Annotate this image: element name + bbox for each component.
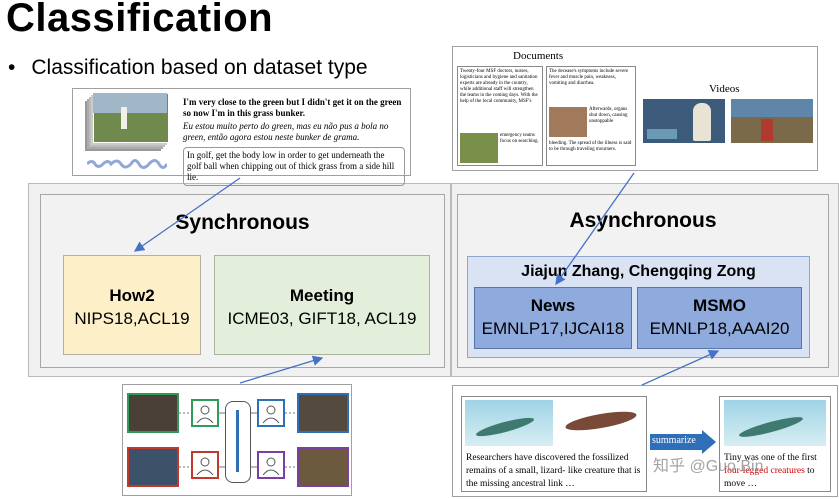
person-icon-1 bbox=[191, 399, 219, 427]
jiajun-zhang-title: Jiajun Zhang, Chengqing Zong bbox=[521, 263, 756, 280]
meeting-box: Meeting ICME03, GIFT18, ACL19 bbox=[214, 255, 430, 355]
documents-label: Documents bbox=[513, 50, 564, 62]
documents-videos-card: Documents Videos Twenty-four MSF doctors… bbox=[452, 46, 818, 171]
summary-image bbox=[724, 400, 826, 446]
doc2-text: The decease's symptoms include severe fe… bbox=[549, 69, 629, 86]
summary-frame: Tiny was one of the first four-legged cr… bbox=[719, 396, 831, 492]
participant-photo-2 bbox=[127, 447, 179, 487]
doc1-photo bbox=[460, 133, 498, 163]
person-icon-4 bbox=[257, 451, 285, 479]
video-frame-2 bbox=[731, 99, 813, 143]
video-frames-image bbox=[81, 93, 171, 157]
doc2-photo bbox=[549, 107, 587, 137]
watermark: 知乎 @Guo Bin bbox=[653, 458, 764, 475]
meeting-example-card bbox=[122, 384, 352, 496]
news-box: News EMNLP17,IJCAI18 bbox=[474, 287, 632, 349]
news-name: News bbox=[530, 296, 576, 315]
how2-name: How2 bbox=[109, 286, 155, 305]
summary-text-before: Tiny was one of the first bbox=[724, 453, 817, 463]
article-image-2 bbox=[557, 400, 645, 446]
how2-example-card: I'm very close to the green but I didn't… bbox=[72, 88, 411, 186]
meeting-connectors bbox=[179, 412, 297, 468]
bullet-dot: • bbox=[8, 56, 16, 79]
synchronous-title: Synchronous bbox=[175, 211, 310, 234]
how2-box: How2 NIPS18,ACL19 bbox=[63, 255, 201, 355]
document-page-2: The decease's symptoms include severe fe… bbox=[546, 66, 636, 166]
summarize-arrow: summarize bbox=[650, 430, 716, 454]
document-page-1: Twenty-four MSF doctors, nurses, logisti… bbox=[457, 66, 543, 166]
summary-text: Tiny was one of the first four-legged cr… bbox=[724, 452, 828, 491]
meeting-name: Meeting bbox=[289, 286, 355, 305]
summary-text-highlight: four-legged creatures bbox=[724, 466, 805, 476]
how2-translation: Eu estou muito perto do green, mas eu nã… bbox=[183, 121, 389, 142]
meeting-table-icon bbox=[225, 401, 251, 483]
msmo-refs: EMNLP18,AAAI20 bbox=[649, 319, 790, 338]
how2-summary: In golf, get the body low in order to ge… bbox=[183, 147, 405, 186]
how2-refs: NIPS18,ACL19 bbox=[74, 309, 190, 328]
doc1-text-bottom: emergency teams focus on searching. bbox=[500, 133, 539, 144]
page-title: Classification bbox=[6, 0, 274, 40]
person-icon-3 bbox=[257, 399, 285, 427]
audio-waveform-image bbox=[85, 157, 169, 171]
bullet-point: • Classification based on dataset type bbox=[8, 56, 368, 80]
msmo-name: MSMO bbox=[693, 296, 746, 315]
meeting-refs: ICME03, GIFT18, ACL19 bbox=[227, 309, 417, 328]
article-frame: Researchers have discovered the fossiliz… bbox=[461, 396, 647, 492]
doc2-text-mid: Afterwards, organs shut down, causing un… bbox=[589, 107, 628, 124]
participant-photo-4 bbox=[297, 447, 349, 487]
msmo-box: MSMO EMNLP18,AAAI20 bbox=[637, 287, 802, 349]
summary-text-after: to move … bbox=[724, 466, 815, 489]
videos-label: Videos bbox=[709, 83, 740, 95]
article-text: Researchers have discovered the fossiliz… bbox=[466, 453, 641, 489]
asynchronous-title: Asynchronous bbox=[569, 209, 717, 232]
summarize-label: summarize bbox=[652, 435, 696, 446]
msmo-example-card: Researchers have discovered the fossiliz… bbox=[452, 385, 838, 497]
bullet-text: Classification based on dataset type bbox=[31, 56, 368, 79]
doc2-text-bottom: bleeding. The spread of the illness is s… bbox=[549, 141, 632, 152]
participant-photo-3 bbox=[297, 393, 349, 433]
how2-transcript: I'm very close to the green but I didn't… bbox=[183, 97, 402, 118]
video-frame-1 bbox=[643, 99, 725, 143]
doc1-text: Twenty-four MSF doctors, nurses, logisti… bbox=[460, 69, 538, 104]
participant-photo-1 bbox=[127, 393, 179, 433]
news-refs: EMNLP17,IJCAI18 bbox=[481, 319, 625, 338]
article-image-1 bbox=[465, 400, 553, 446]
person-icon-2 bbox=[191, 451, 219, 479]
